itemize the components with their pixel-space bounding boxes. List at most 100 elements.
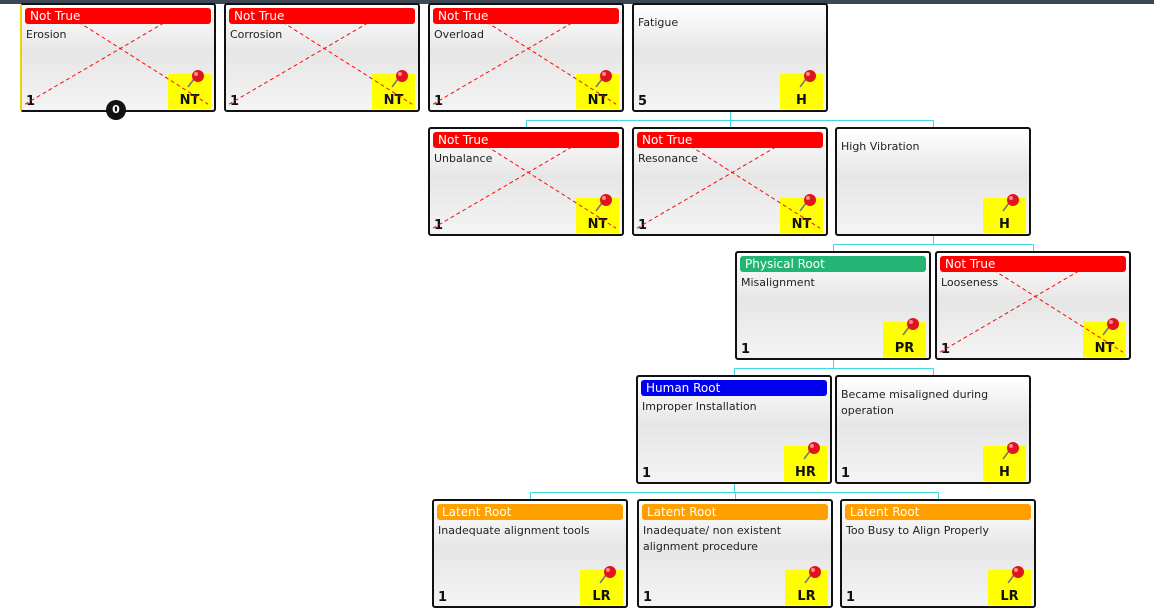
status-code: NT [587,217,608,232]
node-description: Unbalance [434,152,493,165]
node-count: 5 [638,94,648,109]
sticky-note[interactable]: NT [576,194,619,233]
sticky-note[interactable]: H [983,194,1026,233]
sticky-note[interactable]: NT [576,70,619,109]
node-count: 1 [846,590,856,605]
node-count: 1 [434,218,444,233]
pushpin-icon [804,566,821,584]
pushpin-icon [599,566,616,584]
pushpin-icon [803,442,820,460]
pushpin-icon [1007,566,1024,584]
pushpin-icon [799,70,816,88]
node-count: 1 [741,342,751,357]
node-header-label: Human Root [641,380,827,396]
node-counter-badge[interactable]: 0 [106,100,126,120]
node-description: Inadequate alignment tools [438,524,590,537]
status-code: NT [791,217,812,232]
node-description: Overload [434,28,484,41]
status-code: NT [587,93,608,108]
status-code: LR [1000,589,1019,604]
pushpin-icon [1102,318,1119,336]
status-code: PR [894,341,915,356]
node-header-label: Not True [637,132,823,148]
node-header-label: Not True [433,132,619,148]
node-count: 1 [643,590,653,605]
node-count: 1 [841,466,851,481]
not-true-cross-mark [432,16,617,105]
node-description: Improper Installation [642,400,757,413]
node-count: 1 [438,590,448,605]
pushpin-icon [391,70,408,88]
node-header-label: Latent Root [437,504,623,520]
not-true-cross-mark [24,16,209,105]
node-description: Corrosion [230,28,283,41]
node-count: 1 [434,94,444,109]
node-header-label: Physical Root [740,256,926,272]
node-header-label: Not True [433,8,619,24]
sticky-note[interactable]: HR [784,442,827,481]
pushpin-icon [799,194,816,212]
sticky-note[interactable]: NT [780,194,823,233]
status-code: H [796,93,807,108]
node-header-label: Latent Root [845,504,1031,520]
status-code: NT [179,93,200,108]
sticky-note[interactable]: LR [580,566,623,605]
node-count: 1 [26,94,36,109]
node-description: Too Busy to Align Properly [846,524,989,537]
node-description: Erosion [26,28,67,41]
node-count: 1 [638,218,648,233]
pushpin-icon [595,194,612,212]
node-description: Resonance [638,152,698,165]
node-description: Inadequate/ non existent alignment proce… [643,524,782,553]
pushpin-icon [1002,194,1019,212]
node-description: Became misaligned during operation [841,388,989,417]
node-count: 1 [642,466,652,481]
not-true-cross-mark [939,264,1124,353]
sticky-note[interactable]: H [780,70,823,109]
status-code: H [999,217,1010,232]
status-code: LR [797,589,816,604]
node-description: Misalignment [741,276,815,289]
status-code: HR [795,465,816,480]
status-code: LR [592,589,611,604]
sticky-note[interactable]: NT [372,70,415,109]
not-true-cross-mark [432,140,617,229]
sticky-note[interactable]: LR [785,566,828,605]
node-header-label: Latent Root [642,504,828,520]
status-code: NT [1094,341,1115,356]
not-true-cross-mark [636,140,821,229]
node-header-label: Not True [25,8,211,24]
top-bar [0,0,1154,4]
node-description: High Vibration [841,140,920,153]
pushpin-icon [902,318,919,336]
sticky-note[interactable]: NT [168,70,211,109]
sticky-note[interactable]: LR [988,566,1031,605]
sticky-note[interactable]: NT [1083,318,1126,357]
status-code: NT [383,93,404,108]
node-header-label: Not True [229,8,415,24]
pushpin-icon [187,70,204,88]
node-description: Fatigue [638,16,679,29]
node-count: 1 [230,94,240,109]
pushpin-icon [595,70,612,88]
status-code: H [999,465,1010,480]
node-header-label: Not True [940,256,1126,272]
node-description: Looseness [941,276,999,289]
sticky-note[interactable]: PR [883,318,926,357]
sticky-note[interactable]: H [983,442,1026,481]
